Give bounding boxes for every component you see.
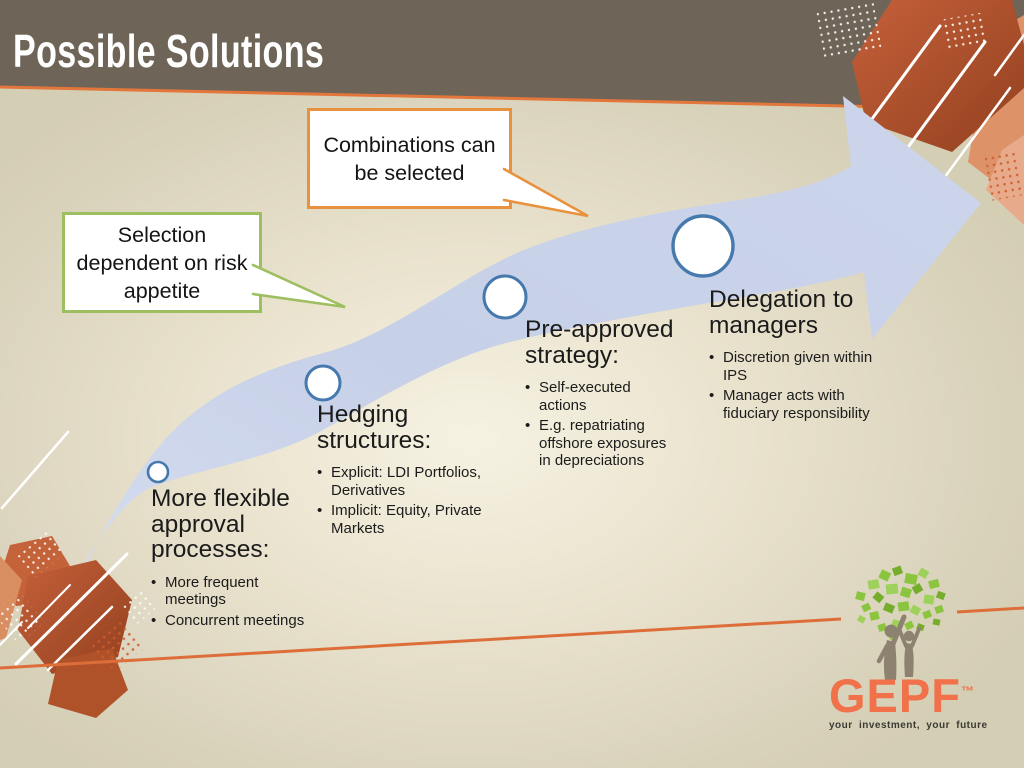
bullet-item: • More frequent meetings: [151, 574, 321, 609]
milestone-block-hedging: Hedging structures: • Explicit: LDI Port…: [317, 402, 517, 537]
milestone-circle-3: [482, 274, 528, 320]
process-arrow: [46, 96, 981, 648]
milestone-heading: Pre-approved strategy:: [525, 316, 674, 369]
bullet-text: Explicit: LDI Portfolios, Derivatives: [331, 464, 482, 499]
milestone-heading: Delegation to managers: [709, 286, 854, 339]
bullet-text: E.g. repatriating offshore exposures in …: [539, 417, 667, 469]
logo-figures: [876, 614, 921, 680]
slide-title: Possible Solutions: [13, 25, 325, 77]
milestone-block-preapproved: Pre-approved strategy: • Self-executed a…: [525, 317, 700, 470]
bullet-marker: •: [525, 417, 531, 434]
milestone-heading: Hedging structures:: [317, 401, 432, 454]
bullet-text: Concurrent meetings: [165, 611, 305, 629]
gepf-tagline: your investment, your future: [829, 720, 988, 731]
bullet-text: Manager acts with fiduciary responsibili…: [723, 387, 870, 422]
trademark-symbol: ™: [960, 683, 974, 699]
milestone-circles: [146, 214, 735, 484]
bullet-item: • Manager acts with fiduciary responsibi…: [709, 387, 904, 422]
callout-risk-appetite: Selection dependent on risk appetite: [62, 212, 262, 313]
bullet-text: Discretion given within IPS: [723, 349, 873, 384]
milestone-circle-2: [304, 364, 342, 402]
bullet-item: • Discretion given within IPS: [709, 349, 904, 384]
bottom-rule: [0, 606, 1024, 670]
bullet-item: • Concurrent meetings: [151, 612, 321, 630]
callout-risk-appetite-text: Selection dependent on risk appetite: [76, 222, 248, 303]
bullet-marker: •: [151, 573, 157, 591]
milestone-circle-1: [146, 460, 170, 484]
bullet-text: Implicit: Equity, Private Markets: [331, 502, 482, 537]
milestone-block-delegation: Delegation to managers • Discretion give…: [709, 287, 904, 422]
bullet-text: Self-executed actions: [539, 379, 631, 414]
bullet-marker: •: [709, 349, 715, 366]
gepf-logo-tree: [855, 565, 946, 680]
milestone-heading: More flexible approval processes:: [151, 485, 290, 563]
milestone-circle-4: [671, 214, 735, 278]
gepf-logotype: GEPF™: [829, 668, 974, 723]
bullet-marker: •: [525, 379, 531, 396]
bullet-marker: •: [317, 502, 323, 519]
callout-combinations-text: Combinations can be selected: [323, 132, 496, 185]
gepf-logo-text: GEPF: [829, 669, 961, 722]
bullet-marker: •: [709, 387, 715, 404]
bullet-text: More frequent meetings: [165, 573, 259, 609]
milestone-block-approval: More flexible approval processes: • More…: [151, 486, 321, 629]
bullet-marker: •: [151, 611, 157, 629]
callout-combinations: Combinations can be selected: [307, 108, 512, 209]
bullet-item: • Self-executed actions: [525, 379, 700, 414]
bullet-item: • E.g. repatriating offshore exposures i…: [525, 417, 700, 470]
bullet-item: • Implicit: Equity, Private Markets: [317, 502, 517, 537]
decor-bottom-left: [0, 430, 159, 718]
bullet-marker: •: [317, 464, 323, 481]
bullet-item: • Explicit: LDI Portfolios, Derivatives: [317, 464, 517, 499]
